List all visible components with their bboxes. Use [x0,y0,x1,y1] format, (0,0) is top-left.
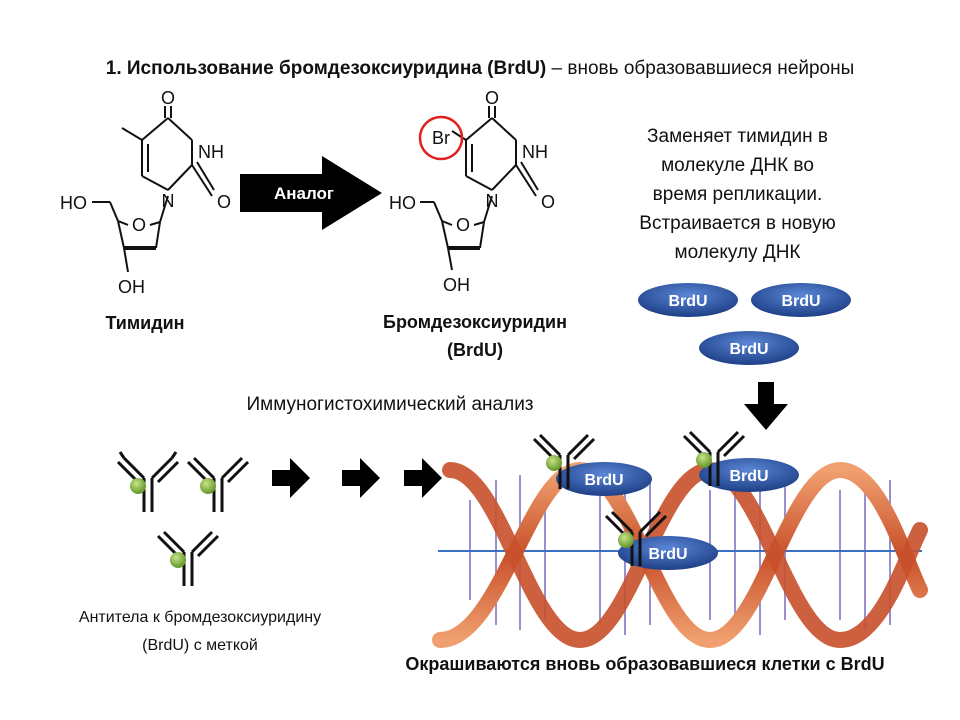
brdu-atom-n: N [486,191,499,211]
bromine-highlight-circle [418,115,464,161]
dna-antibody-1 [532,433,596,489]
thymidine-structure [92,106,215,273]
replacement-note-line-5: молекулу ДНК [674,242,801,263]
brdu-pill-2-label: BrdU [781,293,820,310]
brdu-atom-o-ring: O [456,215,470,235]
antibodies-caption-line2: (BrdU) с меткой [142,637,258,654]
thymidine-atom-o-top: O [161,88,175,108]
dna-brdu-3: BrdU [618,536,718,570]
antibody-icon-2 [186,456,250,512]
antibody-icon-1 [116,451,180,512]
brdu-atom-o-top: O [485,88,499,108]
brdu-pill-1-label: BrdU [668,293,707,310]
analog-arrow [240,156,382,230]
antibody-icon-3 [156,530,220,586]
title-bold: 1. Использование бромдезоксиуридина (Brd… [105,58,547,79]
right-arrow-icon-1 [272,458,310,498]
footer-label: Окрашиваются вновь образовавшиеся клетки… [405,654,885,674]
brdu-atom-o-right: O [541,192,555,212]
dna-brdu-2: BrdU [699,458,799,492]
thymidine-atom-ho: HO [60,193,87,213]
brdu-atom-br: Br [432,128,450,148]
replacement-note-line-3: время репликации. [652,184,823,205]
replacement-note: Заменяет тимидин в молекуле ДНК во время… [605,122,870,267]
dna-brdu-1-label: BrdU [584,472,623,489]
right-arrow-icon-2 [342,458,380,498]
replacement-note-line-2: молекуле ДНК во [661,155,814,176]
title-rest: – вновь образовавшиеся нейроны [546,58,855,79]
slide-title: 1. Использование бромдезоксиуридина (Brd… [0,58,960,80]
right-arrow-icon-3 [404,458,442,498]
thymidine-atom-n: N [162,191,175,211]
thymidine-atom-oh: OH [118,277,145,297]
replacement-note-line-4: Встраивается в новую [639,213,836,234]
thymidine-atom-o-right: O [217,192,231,212]
dna-brdu-3-label: BrdU [648,546,687,563]
thymidine-atom-nh: NH [198,142,224,162]
dna-brdu-2-label: BrdU [729,468,768,485]
dna-antibody-3 [604,510,668,566]
analog-arrow-label: Аналог [274,184,334,203]
thymidine-name: Тимидин [105,313,185,333]
antibodies-caption: Антитела к бромдезоксиуридину (BrdU) с м… [40,604,360,660]
brdu-name-line1: Бромдезоксиуридин [383,312,567,332]
brdu-pill-2: BrdU [751,283,851,317]
antibodies-caption-line1: Антитела к бромдезоксиуридину [78,609,322,626]
brdu-atom-nh: NH [522,142,548,162]
replacement-note-line-1: Заменяет тимидин в [647,126,828,147]
brdu-atom-oh: OH [443,275,470,295]
brdu-name: Бромдезоксиуридин (BrdU) [350,308,600,364]
dna-brdu-1: BrdU [556,462,652,496]
brdu-atom-ho: HO [389,193,416,213]
ihc-label: Иммуногистохимический анализ [246,394,534,415]
thymidine-atom-o-ring: O [132,215,146,235]
brdu-pill-3: BrdU [699,331,799,365]
brdu-pill-3-label: BrdU [729,341,768,358]
dna-strand-1 [432,461,928,649]
brdu-structure [420,106,539,271]
brdu-pill-1: BrdU [638,283,738,317]
down-arrow-icon [744,382,788,430]
brdu-name-line2: (BrdU) [447,340,503,360]
dna-antibody-2 [682,430,746,486]
